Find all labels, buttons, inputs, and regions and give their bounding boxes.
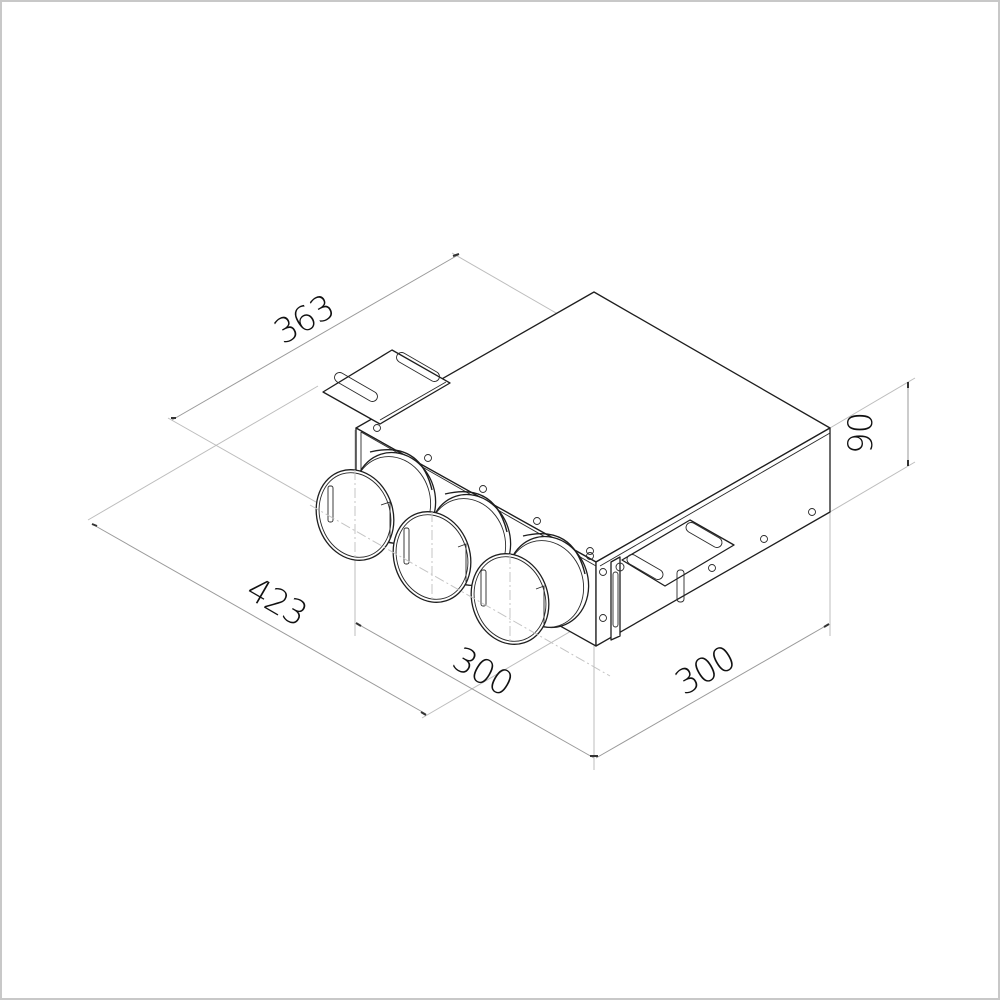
dim-363: 363 [268, 287, 342, 353]
mounting-bracket-right [610, 519, 735, 641]
dimension-ticks [91, 253, 909, 757]
dim-300-front: 300 [446, 639, 520, 705]
screws [373, 424, 816, 622]
dim-300-side: 300 [669, 638, 743, 704]
center-lines [309, 470, 611, 677]
mounting-bracket-top [322, 349, 451, 425]
dim-423: 423 [240, 569, 314, 635]
dim-90: 90 [841, 413, 881, 454]
